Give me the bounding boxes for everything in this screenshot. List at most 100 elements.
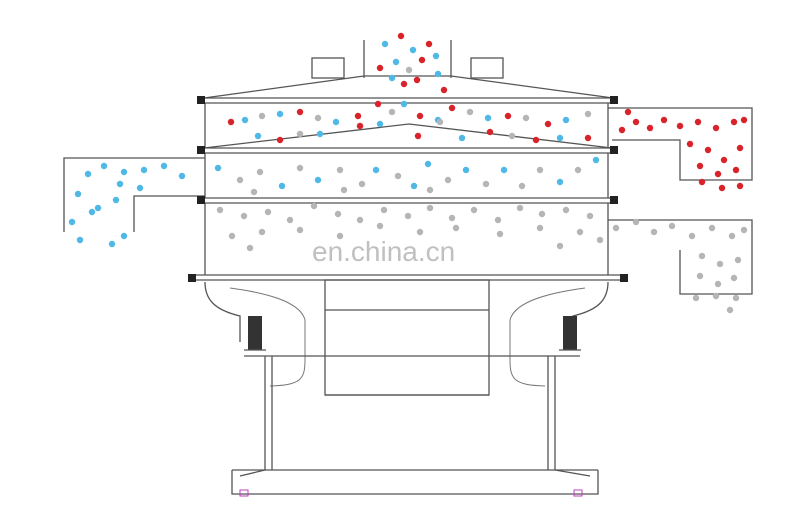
feed-particle [413, 76, 421, 84]
feed-particle [381, 40, 389, 48]
middle-layer-particle [426, 186, 434, 194]
feed-particle [397, 32, 405, 40]
top-layer-particle [486, 128, 494, 136]
top-layer-particle [466, 108, 474, 116]
fine-outlet-particle [728, 232, 736, 240]
fine-outlet-particle [726, 306, 734, 314]
feed-particle [400, 80, 408, 88]
medium-outlet-particle [88, 208, 96, 216]
medium-outlet-particle [108, 240, 116, 248]
bottom-layer-particle [356, 216, 364, 224]
top-layer-particle [376, 120, 384, 128]
top-layer-particle [314, 114, 322, 122]
bottom-layer-particle [296, 226, 304, 234]
bottom-layer-particle [470, 206, 478, 214]
medium-outlet-particle [160, 162, 168, 170]
bottom-layer-particle [516, 204, 524, 212]
medium-outlet-particle [94, 204, 102, 212]
fine-outlet-particle [740, 226, 748, 234]
top-layer-particle [414, 132, 422, 140]
flange-bolt [610, 196, 618, 204]
bottom-layer-particle [228, 232, 236, 240]
middle-layer-particle [296, 164, 304, 172]
fine-outlet-particle [712, 292, 720, 300]
top-layer-particle [332, 118, 340, 126]
middle-layer-particle [250, 188, 258, 196]
medium-outlet-particle [112, 196, 120, 204]
bottom-layer-particle [452, 224, 460, 232]
bottom-layer-particle [336, 232, 344, 240]
bottom-layer-particle [562, 206, 570, 214]
coarse-outlet-particle [698, 178, 706, 186]
coarse-outlet-particle [732, 166, 740, 174]
middle-layer-particle [278, 182, 286, 190]
bottom-layer-particle [416, 228, 424, 236]
fine-outlet-particle [612, 224, 620, 232]
top-layer-particle [532, 136, 540, 144]
top-layer-particle [356, 122, 364, 130]
middle-layer-particle [482, 180, 490, 188]
top-layer-particle [276, 110, 284, 118]
fine-outlet-particle [734, 256, 742, 264]
flange-bolt [610, 96, 618, 104]
bottom-layer-particle [556, 242, 564, 250]
coarse-outlet-particle [704, 146, 712, 154]
fine-outlet-particle [716, 260, 724, 268]
top-layer-particle [584, 134, 592, 142]
feed-particle [432, 52, 440, 60]
particles [68, 32, 748, 314]
coarse-outlet-particle [686, 140, 694, 148]
middle-layer-particle [214, 164, 222, 172]
top-layer-particle [508, 132, 516, 140]
fine-outlet-particle [696, 272, 704, 280]
fine-outlet-particle [708, 224, 716, 232]
flange-bolt [610, 146, 618, 154]
top-layer-particle [296, 130, 304, 138]
fine-outlet-particle [668, 222, 676, 230]
top-layer-particle [400, 100, 408, 108]
top-layer-particle [522, 114, 530, 122]
bottom-layer-particle [494, 216, 502, 224]
coarse-outlet [608, 107, 753, 181]
flange-bolt [188, 274, 196, 282]
medium-outlet-particle [140, 166, 148, 174]
medium-outlet-particle [120, 168, 128, 176]
flange-bolt [620, 274, 628, 282]
top-layer-particle [504, 112, 512, 120]
middle-layer-particle [236, 176, 244, 184]
bolts [188, 96, 628, 282]
fine-outlet [608, 219, 753, 295]
flange-bolt [197, 96, 205, 104]
top-layer-particle [296, 108, 304, 116]
feed-particle [392, 58, 400, 66]
top-layer-particle [227, 118, 235, 126]
top-layer-particle [448, 104, 456, 112]
support-stand [231, 356, 599, 497]
feed-particle [434, 70, 442, 78]
medium-outlet [63, 157, 205, 232]
medium-outlet-particle [68, 218, 76, 226]
coarse-outlet-particle [618, 126, 626, 134]
middle-layer-particle [462, 166, 470, 174]
feed-particle [388, 74, 396, 82]
flange-bolt [197, 146, 205, 154]
flange-bolt [197, 196, 205, 204]
coarse-outlet-particle [694, 118, 702, 126]
middle-layer-particle [592, 156, 600, 164]
coarse-outlet-particle [646, 124, 654, 132]
bottom-layer-particle [240, 212, 248, 220]
medium-outlet-particle [84, 170, 92, 178]
fine-outlet-particle [732, 294, 740, 302]
top-cover [199, 57, 617, 104]
middle-layer-particle [256, 168, 264, 176]
medium-outlet-particle [116, 180, 124, 188]
machine-body [204, 279, 609, 396]
top-layer-particle [241, 116, 249, 124]
coarse-outlet-particle [736, 182, 744, 190]
middle-layer-particle [372, 166, 380, 174]
medium-outlet-particle [120, 232, 128, 240]
fine-outlet-particle [692, 294, 700, 302]
feed-particle [425, 40, 433, 48]
watermark-text: en.china.cn [312, 236, 456, 267]
coarse-outlet-particle [632, 118, 640, 126]
